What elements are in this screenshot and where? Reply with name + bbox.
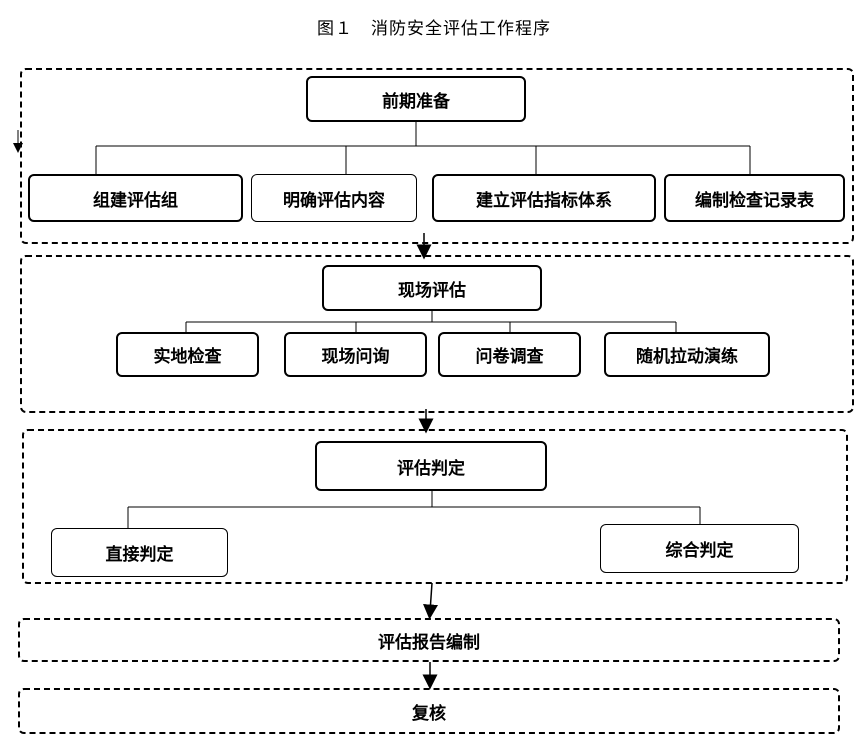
node-composite-judgement: 综合判定: [600, 524, 799, 573]
node-review: 复核: [18, 688, 840, 734]
node-questionnaire: 问卷调查: [438, 332, 581, 377]
node-form-team: 组建评估组: [28, 174, 243, 222]
node-record-form: 编制检查记录表: [664, 174, 845, 222]
stage-onsite-group: [20, 255, 854, 413]
node-onsite-assessment: 现场评估: [322, 265, 542, 311]
node-define-content: 明确评估内容: [251, 174, 417, 222]
node-random-drill: 随机拉动演练: [604, 332, 770, 377]
node-assessment-judgement: 评估判定: [315, 441, 547, 491]
node-build-index: 建立评估指标体系: [432, 174, 656, 222]
stage-judgement-group: [22, 429, 848, 584]
node-direct-judgement: 直接判定: [51, 528, 228, 577]
node-preparation: 前期准备: [306, 76, 526, 122]
diagram-title: 图１ 消防安全评估工作程序: [317, 19, 551, 39]
node-onsite-inquiry: 现场问询: [284, 332, 427, 377]
node-field-inspection: 实地检查: [116, 332, 259, 377]
node-report-compilation: 评估报告编制: [18, 618, 840, 662]
stage-preparation-group: [20, 68, 854, 244]
